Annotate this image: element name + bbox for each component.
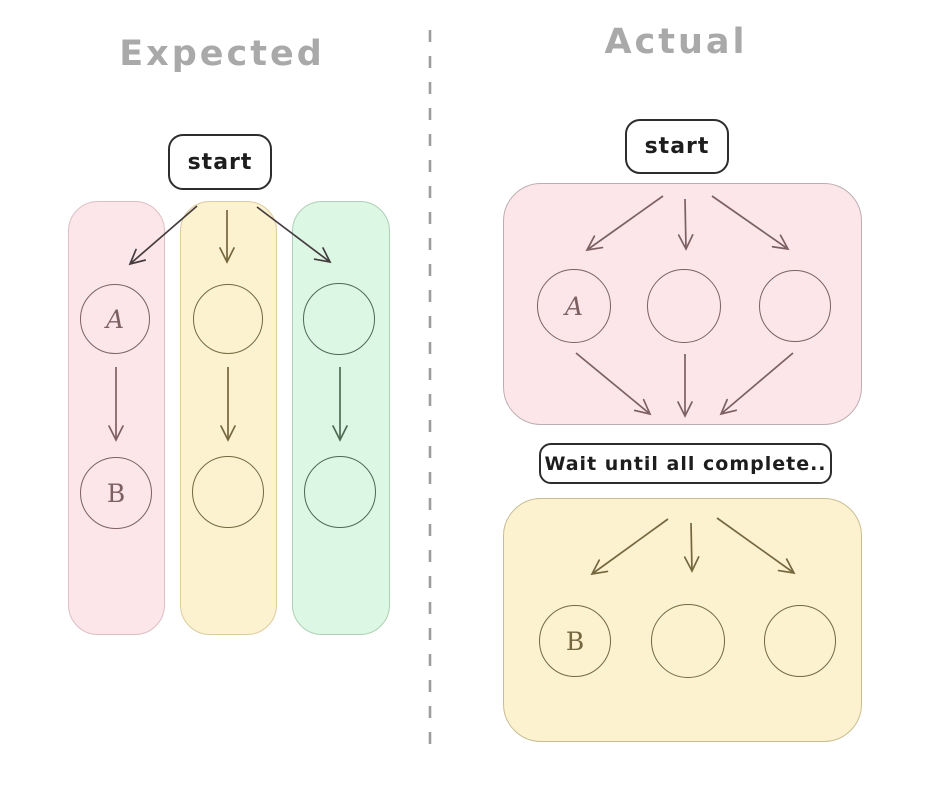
arrow [677,198,694,251]
task-circle [192,456,264,528]
start-label: start [187,149,253,175]
task-a-label: A [105,304,125,334]
wait-until-complete-box: Wait until all complete.. [539,443,832,484]
arrow [719,352,794,416]
arrow [585,195,664,252]
task-circle [304,456,376,528]
stage2-fanout-arrows [590,517,796,576]
task-b-circle: B [539,605,611,677]
task-b-label: B [565,626,585,656]
expected-title: Expected [119,34,325,74]
task-a-label: A [564,291,584,321]
start-box-right: start [625,119,729,174]
task-a-circle: A [80,284,150,354]
task-b-label: B [106,478,126,508]
arrow [716,517,796,575]
lane-flow-arrows [108,367,348,442]
arrow [575,352,652,416]
task-circle [647,269,721,343]
task-circle [764,605,836,677]
start-box-left: start [168,134,272,190]
arrow [256,206,332,264]
task-circle [303,283,375,355]
task-a-circle: A [537,269,611,343]
task-circle [759,270,831,342]
actual-title: Actual [604,22,748,62]
lane-green [292,201,390,635]
arrow [128,205,198,266]
start-label: start [644,134,710,159]
task-b-circle: B [80,457,152,529]
stage1-converge-arrows [575,352,794,418]
arrow [711,195,790,251]
arrow [683,522,700,573]
start-fanout-arrows-left [128,205,332,266]
wait-label: Wait until all complete.. [544,452,827,475]
arrow [590,518,669,576]
task-circle [651,604,725,678]
stage1-fanout-arrows [585,195,790,252]
task-circle [193,284,263,354]
